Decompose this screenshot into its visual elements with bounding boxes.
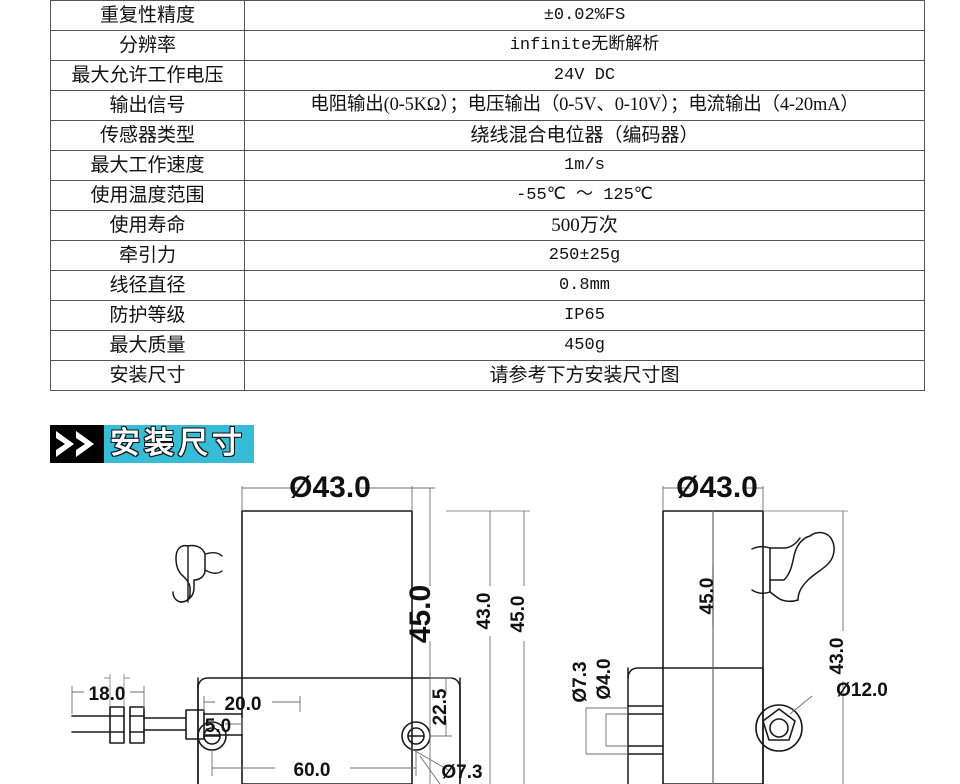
- left-view-hook: [172, 544, 223, 603]
- spec-key: 安装尺寸: [50, 360, 245, 391]
- spec-key: 分辨率: [50, 30, 245, 61]
- spec-value: 250±25g: [244, 240, 925, 271]
- table-row: 分辨率 infinite无断解析: [50, 30, 925, 61]
- spec-key: 使用寿命: [50, 210, 245, 241]
- dim-dia-7-3-left: Ø7.3: [441, 762, 482, 783]
- dim-h-45-left: 45.0: [404, 585, 437, 643]
- spec-key: 牵引力: [50, 240, 245, 271]
- spec-value: -55℃ ～ 125℃: [244, 180, 925, 211]
- spec-value: infinite无断解析: [244, 30, 925, 61]
- table-row: 最大工作速度 1m/s: [50, 150, 925, 181]
- table-row: 使用温度范围 -55℃ ～ 125℃: [50, 180, 925, 211]
- spec-key: 最大允许工作电压: [50, 60, 245, 91]
- dim-w-20: 20.0: [225, 694, 262, 715]
- left-view-rod-assembly: [71, 706, 243, 744]
- dim-h-43-side: 43.0: [827, 638, 848, 675]
- table-row: 传感器类型 绕线混合电位器（编码器）: [50, 120, 925, 151]
- table-row: 最大质量 450g: [50, 330, 925, 361]
- spec-key: 最大工作速度: [50, 150, 245, 181]
- dim-w-60: 60.0: [294, 760, 331, 781]
- dim-w-18: 18.0: [89, 684, 126, 705]
- right-view-hex-socket: [755, 704, 803, 752]
- spec-table-body: 重复性精度 ±0.02%FS 分辨率 infinite无断解析 最大允许工作电压…: [50, 0, 925, 391]
- spec-key: 重复性精度: [50, 0, 245, 31]
- table-row: 安装尺寸 请参考下方安装尺寸图: [50, 360, 925, 391]
- right-view-hook: [751, 531, 835, 603]
- specification-table: 重复性精度 ±0.02%FS 分辨率 infinite无断解析 最大允许工作电压…: [50, 0, 925, 391]
- spec-key: 使用温度范围: [50, 180, 245, 211]
- spec-value: 绕线混合电位器（编码器）: [244, 120, 925, 151]
- spec-key: 传感器类型: [50, 120, 245, 151]
- spec-value: 24V DC: [244, 60, 925, 91]
- spec-value: 1m/s: [244, 150, 925, 181]
- table-row: 线径直径 0.8mm: [50, 270, 925, 301]
- dim-dia-12-0: Ø12.0: [836, 680, 888, 701]
- spec-value: 电阻输出(0-5KΩ）；电压输出（0-5V、0-10V）；电流输出（4-20mA…: [244, 90, 925, 121]
- section-title: 安装尺寸: [104, 425, 254, 463]
- spec-value: ±0.02%FS: [244, 0, 925, 31]
- table-row: 使用寿命 500万次: [50, 210, 925, 241]
- dim-h-22-5: 22.5: [430, 688, 451, 725]
- section-title-text: 安装尺寸: [109, 427, 246, 460]
- table-row: 牵引力 250±25g: [50, 240, 925, 271]
- table-row: 最大允许工作电压 24V DC: [50, 60, 925, 91]
- right-view-flange: [627, 667, 764, 784]
- dim-h-43: 43.0: [474, 593, 495, 630]
- table-row: 输出信号 电阻输出(0-5KΩ）；电压输出（0-5V、0-10V）；电流输出（4…: [50, 90, 925, 121]
- spec-value: 0.8mm: [244, 270, 925, 301]
- spec-value: 450g: [244, 330, 925, 361]
- double-chevron-right-icon: [50, 425, 104, 463]
- installation-dimension-drawing: Ø43.0 45.0 18.0 20.0 5.0 60.0 22.5 43.0 …: [0, 466, 960, 784]
- dim-w-5: 5.0: [205, 716, 231, 737]
- spec-key: 防护等级: [50, 300, 245, 331]
- spec-value: 请参考下方安装尺寸图: [244, 360, 925, 391]
- left-view-body: [241, 510, 413, 784]
- dim-dia-7-3-side: Ø7.3: [570, 661, 591, 702]
- dim-dia-43-right: Ø43.0: [676, 471, 758, 504]
- spec-value: IP65: [244, 300, 925, 331]
- dim-h-45-side: 45.0: [697, 578, 718, 615]
- section-banner: 安装尺寸: [50, 425, 254, 463]
- table-row: 防护等级 IP65: [50, 300, 925, 331]
- dim-h-45-right: 45.0: [508, 596, 529, 633]
- left-view-mount-hole-right: [401, 721, 431, 751]
- table-row: 重复性精度 ±0.02%FS: [50, 0, 925, 31]
- dim-dia-4-0: Ø4.0: [594, 658, 615, 699]
- spec-key: 线径直径: [50, 270, 245, 301]
- spec-key: 输出信号: [50, 90, 245, 121]
- spec-value: 500万次: [244, 210, 925, 241]
- spec-key: 最大质量: [50, 330, 245, 361]
- dim-dia-43-left: Ø43.0: [289, 471, 371, 504]
